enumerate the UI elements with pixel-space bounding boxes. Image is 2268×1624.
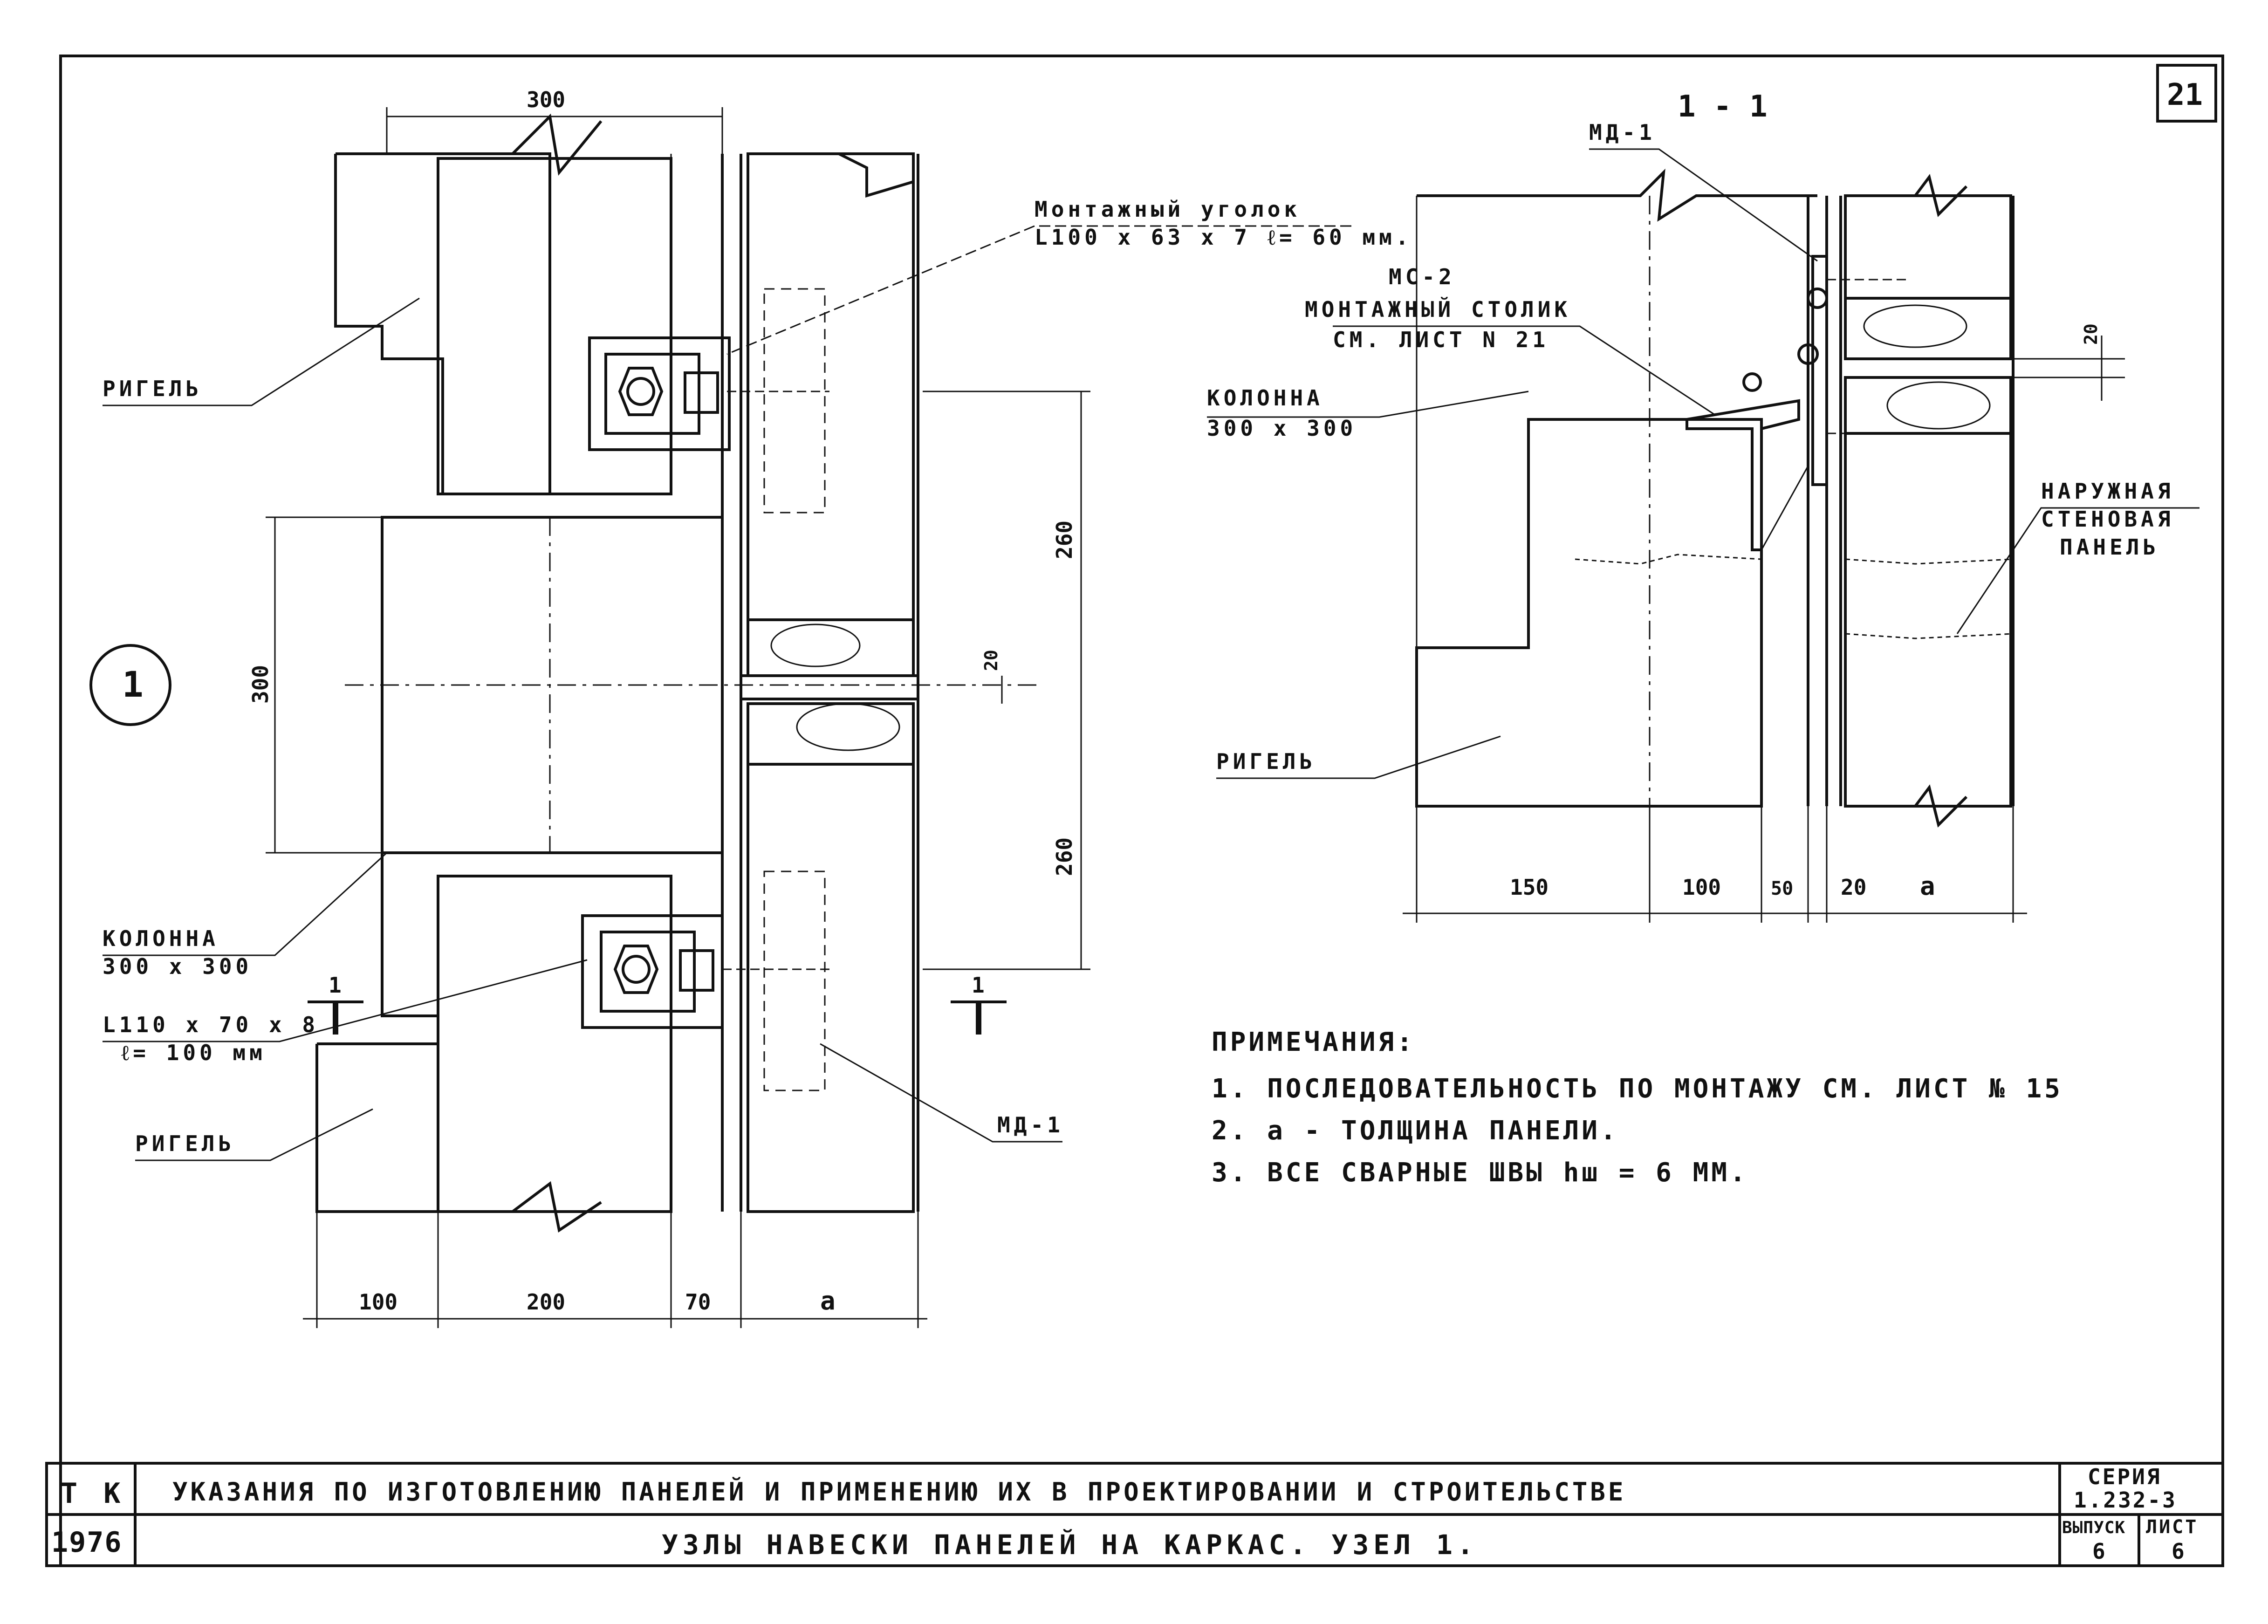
tb-issue-label: ВЫПУСК <box>2062 1518 2125 1537</box>
dim-r-bottom-4: 20 <box>1841 875 1866 900</box>
dim-bottom-1: 100 <box>359 1289 397 1315</box>
page-number-box <box>2156 64 2217 123</box>
label-panel-3: ПАНЕЛЬ <box>2060 534 2159 560</box>
tb-year: 1976 <box>51 1526 123 1559</box>
dim-r-bottom-3: 50 <box>1771 878 1793 899</box>
tb-sheet-value: 6 <box>2172 1539 2186 1564</box>
node-marker-circle <box>89 644 171 726</box>
mount-angle-lower <box>581 914 829 1029</box>
rigel-section <box>1415 418 1763 808</box>
notes: ПРИМЕЧАНИЯ: 1. ПОСЛЕДОВАТЕЛЬНОСТЬ ПО МОН… <box>1212 1027 2063 1188</box>
dim-joint-right: 20 <box>2081 323 2101 345</box>
label-table-2: СМ. ЛИСТ N 21 <box>1333 327 1549 352</box>
section-mark-right: 1 <box>972 973 985 998</box>
tb-sheet-label: ЛИСТ <box>2146 1516 2198 1538</box>
label-md1-left: МД-1 <box>997 1112 1064 1137</box>
dim-left-column: 300 <box>248 665 273 704</box>
title-block: Т К 1976 УКАЗАНИЯ ПО ИЗГОТОВЛЕНИЮ ПАНЕЛЕ… <box>45 1462 2224 1567</box>
label-column-2: 300 х 300 <box>103 954 252 979</box>
upper-panel-section <box>1844 194 2012 360</box>
dim-right-upper: 260 <box>1052 521 1077 559</box>
dim-r-bottom-5: a <box>1920 871 1935 901</box>
dim-r-bottom-1: 150 <box>1510 875 1549 900</box>
tb-series-value: 1.232-3 <box>2074 1487 2177 1513</box>
dim-r-bottom-2: 100 <box>1682 875 1721 900</box>
sheet-frame <box>59 55 2224 1567</box>
notes-heading: ПРИМЕЧАНИЯ: <box>1212 1027 1415 1057</box>
label-rigel-top: РИГЕЛЬ <box>103 376 202 401</box>
dim-right-lower: 260 <box>1052 837 1077 876</box>
note-1: 1. ПОСЛЕДОВАТЕЛЬНОСТЬ ПО МОНТАЖУ СМ. ЛИС… <box>1212 1074 2063 1104</box>
label-angle2-1: L110 х 70 х 8 <box>103 1012 319 1037</box>
mount-angle-upper <box>588 336 829 451</box>
label-mount-angle-2: L100 х 63 х 7 ℓ= 60 мм. <box>1035 225 1412 250</box>
tb-code: Т К <box>61 1477 125 1510</box>
label-column-1: КОЛОННА <box>103 926 219 951</box>
label-panel-1: НАРУЖНАЯ <box>2041 479 2174 504</box>
tb-subtitle: УЗЛЫ НАВЕСКИ ПАНЕЛЕЙ НА КАРКАС. УЗЕЛ 1. <box>662 1528 1478 1561</box>
label-rigel-bottom: РИГЕЛЬ <box>135 1131 235 1156</box>
lower-panel <box>747 702 915 1213</box>
section-mark-left: 1 <box>329 973 342 998</box>
left-view: 300 300 260 260 20 100 200 70 a 1 РИГЕЛЬ… <box>89 87 1412 1328</box>
label-panel-2: СТЕНОВАЯ <box>2041 507 2174 532</box>
section-title: 1 - 1 <box>1678 89 1768 124</box>
tb-issue-value: 6 <box>2092 1539 2107 1564</box>
tb-series-label: СЕРИЯ <box>2088 1464 2161 1489</box>
label-column-r-1: КОЛОННА <box>1207 385 1323 411</box>
label-mc2: МС-2 <box>1389 264 1455 289</box>
dim-bottom-3: 70 <box>685 1289 711 1315</box>
upper-panel <box>747 152 915 621</box>
dim-bottom-2: 200 <box>527 1289 565 1315</box>
label-column-r-2: 300 х 300 <box>1207 416 1357 441</box>
right-view: 1 - 1 20 <box>1207 89 2199 923</box>
dim-bottom-4: a <box>820 1286 836 1316</box>
label-md1-right: МД-1 <box>1589 120 1656 145</box>
label-mount-angle-1: Монтажный уголок <box>1035 197 1301 222</box>
label-rigel-r: РИГЕЛЬ <box>1216 749 1316 774</box>
dim-left-top: 300 <box>527 87 565 112</box>
note-2: 2. a - ТОЛЩИНА ПАНЕЛИ. <box>1212 1116 1619 1146</box>
tb-main-title: УКАЗАНИЯ ПО ИЗГОТОВЛЕНИЮ ПАНЕЛЕЙ И ПРИМЕ… <box>172 1477 1626 1507</box>
label-angle2-2: ℓ= 100 мм <box>121 1040 266 1065</box>
node-marker: 1 <box>122 664 144 705</box>
label-table-1: МОНТАЖНЫЙ СТОЛИК <box>1305 297 1571 322</box>
page-number: 21 <box>2167 78 2203 112</box>
note-3: 3. ВСЕ СВАРНЫЕ ШВЫ hш = 6 ММ. <box>1212 1158 1748 1188</box>
dim-joint-left: 20 <box>981 650 1001 671</box>
